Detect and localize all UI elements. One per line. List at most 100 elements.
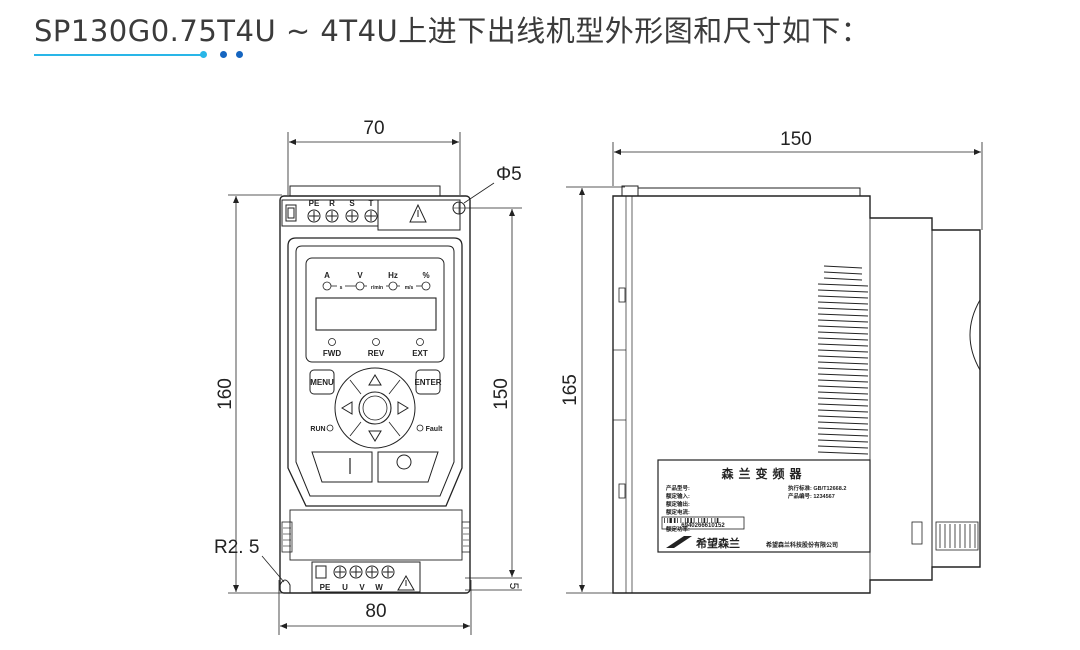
top-terminal-label-t: T — [369, 199, 374, 208]
vent-slot — [817, 391, 869, 395]
barcode-bars — [664, 518, 719, 523]
indicator-label-a: A — [324, 271, 330, 280]
indicator-label-v: V — [357, 271, 363, 280]
vent-slot — [817, 445, 869, 449]
bottom-terminal-screws — [315, 565, 395, 579]
top-terminal-label-s: S — [349, 199, 355, 208]
fault-led-label: Fault — [426, 426, 443, 433]
dim-depth: 150 — [780, 129, 812, 150]
vent-slot — [817, 415, 869, 419]
vent-slot — [817, 427, 869, 431]
vent-slot — [817, 451, 869, 455]
vent-slot — [817, 439, 869, 443]
barcode-number: 6940266610152 — [681, 523, 725, 529]
barcode-bar — [690, 518, 692, 523]
bottom-terminal-label-u: U — [342, 583, 348, 592]
heatsink-fins — [939, 524, 976, 548]
vent-slot — [817, 403, 869, 407]
barcode-bar — [701, 518, 703, 523]
bottom-terminal-label-w: W — [375, 583, 383, 592]
menu-key — [309, 369, 335, 395]
vent-slot — [817, 331, 869, 335]
housing-outline — [279, 195, 471, 594]
nameplate-label — [657, 459, 871, 553]
vent-slot — [817, 307, 869, 311]
barcode-bar — [706, 518, 708, 523]
led-label-ext: EXT — [412, 349, 428, 358]
enter-key-label: ENTER — [414, 378, 441, 387]
barcode-bar — [680, 518, 682, 523]
vent-slot — [817, 349, 869, 353]
barcode-bar — [664, 518, 665, 523]
barcode-bar — [669, 518, 672, 523]
vent-slot — [823, 265, 863, 269]
top-terminal-label-pe: PE — [309, 199, 320, 208]
vent-slot — [817, 385, 869, 389]
dim-right-height: 150 — [491, 378, 512, 410]
dim-bottom-width: 80 — [365, 601, 386, 622]
barcode-box — [661, 516, 745, 530]
vent-slot — [817, 343, 869, 347]
barcode-bar — [687, 518, 689, 523]
led-label-fwd: FWD — [323, 349, 341, 358]
vent-slot — [817, 355, 869, 359]
title-underline — [34, 54, 202, 56]
dim-hole: Φ5 — [496, 164, 522, 185]
vent-slot — [817, 301, 869, 305]
vent-slot — [817, 367, 869, 371]
nameplate-logo: 希望森兰 — [695, 536, 740, 550]
vent-slot — [817, 337, 869, 341]
vent-slot — [817, 361, 869, 365]
vent-slot — [817, 373, 869, 377]
nameplate-brand: 森兰变频器 — [721, 466, 806, 481]
side-body-outline — [612, 195, 981, 594]
nameplate-field-power: 额定功率: — [666, 525, 690, 533]
indicator-unit-s: s — [340, 285, 343, 291]
vent-slot — [817, 283, 869, 287]
dpad-ring — [334, 367, 416, 449]
led-label-rev: REV — [368, 349, 385, 358]
nameplate-field-current: 额定电流: — [666, 508, 690, 516]
vent-slot — [817, 325, 869, 329]
vent-grille — [817, 265, 869, 455]
menu-key-label: MENU — [310, 378, 334, 387]
vent-slot — [817, 313, 869, 317]
barcode-bar — [714, 518, 716, 523]
enter-key — [415, 369, 441, 395]
indicator-unit-rmin: r/min — [371, 285, 383, 291]
vent-slot — [823, 277, 863, 281]
nameplate-field-serial: 产品编号: 1234567 — [788, 492, 835, 500]
bottom-terminal-label-v: V — [359, 583, 365, 592]
barcode-bar — [716, 518, 719, 523]
run-led-label: RUN — [310, 426, 325, 433]
nameplate-field-output: 额定输出: — [666, 500, 690, 508]
barcode-bar — [711, 518, 713, 523]
side-view — [566, 142, 983, 594]
dim-top-width: 70 — [363, 118, 384, 139]
indicator-label-hz: Hz — [388, 271, 398, 280]
vent-slot — [823, 271, 863, 275]
indicator-label-percent: % — [422, 271, 429, 280]
barcode-bar — [693, 518, 695, 523]
stop-key — [377, 451, 439, 483]
barcode-bar — [667, 518, 669, 523]
barcode-bar — [684, 518, 686, 523]
top-terminal-screws — [285, 204, 378, 223]
vent-slot — [817, 379, 869, 383]
dim-radius: R2. 5 — [214, 537, 259, 558]
underline-dot-3 — [236, 51, 243, 58]
bottom-terminal-label-pe: PE — [320, 583, 331, 592]
dpad-center — [358, 391, 392, 425]
vent-slot — [817, 433, 869, 437]
dim-left-height: 160 — [215, 378, 236, 410]
barcode-bar — [673, 518, 676, 523]
vent-slot — [817, 397, 869, 401]
top-terminal-label-r: R — [329, 199, 335, 208]
underline-dot-2 — [220, 51, 227, 58]
barcode-bar — [677, 518, 678, 523]
vent-slot — [817, 319, 869, 323]
front-view — [228, 132, 522, 635]
run-key — [311, 451, 373, 483]
logo-mark — [666, 536, 692, 548]
